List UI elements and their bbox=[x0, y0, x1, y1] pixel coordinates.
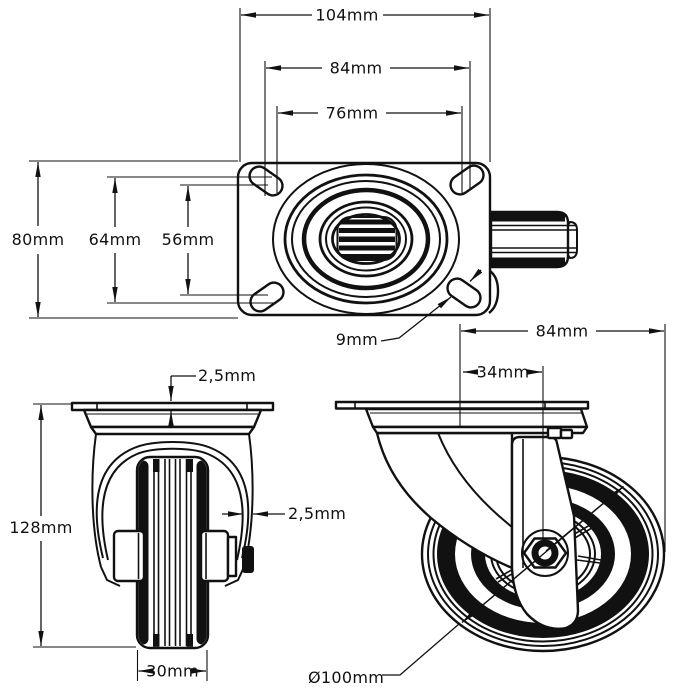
side-view: 84mm 34mm Ø100mm bbox=[308, 322, 666, 687]
dim-plate-length-label: 84mm bbox=[536, 322, 589, 341]
dim-wheel-diameter-label: Ø100mm bbox=[308, 668, 384, 687]
top-view-dimensions: 104mm 84mm 76mm 80mm 64mm 56mm 9mm bbox=[12, 6, 491, 349]
front-view-dimensions: 2,5mm 128mm 2,5mm 30mm bbox=[9, 366, 346, 681]
dim-bolt-spacing-depth-label: 64mm bbox=[89, 230, 142, 249]
dim-overall-depth-label: 80mm bbox=[12, 230, 65, 249]
dim-bolt-hole-label: 9mm bbox=[336, 330, 378, 349]
top-view-fork-edge bbox=[488, 270, 500, 314]
front-view: 2,5mm 128mm 2,5mm 30mm bbox=[9, 366, 346, 681]
bolt-slots bbox=[248, 164, 485, 313]
dim-slot-inner-width-label: 76mm bbox=[326, 104, 379, 123]
dim-swivel-offset-label: 34mm bbox=[477, 363, 530, 382]
side-view-plate bbox=[334, 400, 590, 440]
dim-overall-width-label: 104mm bbox=[315, 6, 378, 25]
side-view-fork bbox=[375, 431, 580, 631]
dim-slot-inner-depth-label: 56mm bbox=[162, 230, 215, 249]
dim-overall-height-label: 128mm bbox=[9, 518, 72, 537]
top-view-wheel bbox=[489, 210, 578, 269]
swivel-bearing-rings bbox=[272, 163, 460, 315]
kingpin-tread-stripes bbox=[339, 219, 395, 259]
dim-fork-thickness-label: 2,5mm bbox=[288, 504, 346, 523]
front-view-fork bbox=[91, 433, 254, 587]
front-view-wheel bbox=[135, 455, 210, 650]
dim-wheel-width-label: 30mm bbox=[146, 662, 199, 681]
dim-plate-thickness-label: 2,5mm bbox=[198, 366, 256, 385]
side-view-dimensions: 84mm 34mm Ø100mm bbox=[308, 322, 666, 687]
dim-bolt-spacing-width-label: 84mm bbox=[330, 59, 383, 78]
front-view-plate bbox=[70, 401, 275, 436]
axle-bosses bbox=[112, 529, 254, 583]
top-view: 104mm 84mm 76mm 80mm 64mm 56mm 9mm bbox=[12, 6, 578, 349]
